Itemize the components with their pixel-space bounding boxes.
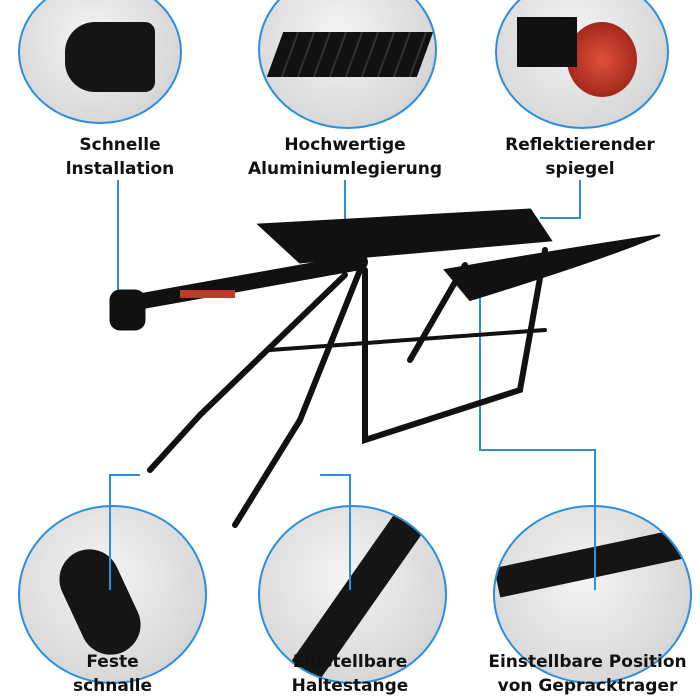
mudguard — [443, 234, 661, 302]
label-position: Einstellbare Position von Gepracktrager — [475, 650, 700, 698]
label-line: Schnelle — [79, 135, 161, 155]
label-line: Haltestange — [291, 676, 409, 696]
label-line: Feste — [86, 652, 139, 672]
detail-circle-position — [493, 505, 692, 684]
reflector-detail — [567, 22, 637, 97]
label-clamp: Feste schnalle — [20, 650, 205, 698]
label-line: Hochwertige — [284, 135, 406, 155]
label-line: spiegel — [545, 159, 615, 179]
label-line: lnstallation — [65, 159, 175, 179]
label-line: Einstellbare Position — [488, 652, 687, 672]
label-line: Reflektierender — [505, 135, 655, 155]
detail-circle-clamp — [18, 505, 207, 684]
seatpost-clamp-detail — [65, 22, 155, 92]
rack-platform — [256, 208, 553, 264]
label-line: Aluminiumlegierung — [247, 159, 442, 179]
detail-circle-reflector — [495, 0, 669, 129]
label-quick-install: Schnelle lnstallation — [20, 133, 220, 181]
label-line: von Gepracktrager — [497, 676, 678, 696]
detail-circle-quick-install — [18, 0, 182, 124]
label-aluminium: Hochwertige Aluminiumlegierung — [235, 133, 455, 181]
label-line: Einstellbare — [292, 652, 408, 672]
label-reflector: Reflektierender spiegel — [480, 133, 680, 181]
rack-arm — [112, 254, 368, 313]
detail-circle-rod — [258, 505, 447, 684]
reflector-mount — [517, 17, 577, 67]
seatpost-clamp — [109, 289, 146, 331]
label-rod: Einstellbare Haltestange — [250, 650, 450, 698]
callout-lines — [109, 180, 596, 590]
label-line: schnalle — [72, 676, 153, 696]
red-label — [180, 290, 235, 298]
